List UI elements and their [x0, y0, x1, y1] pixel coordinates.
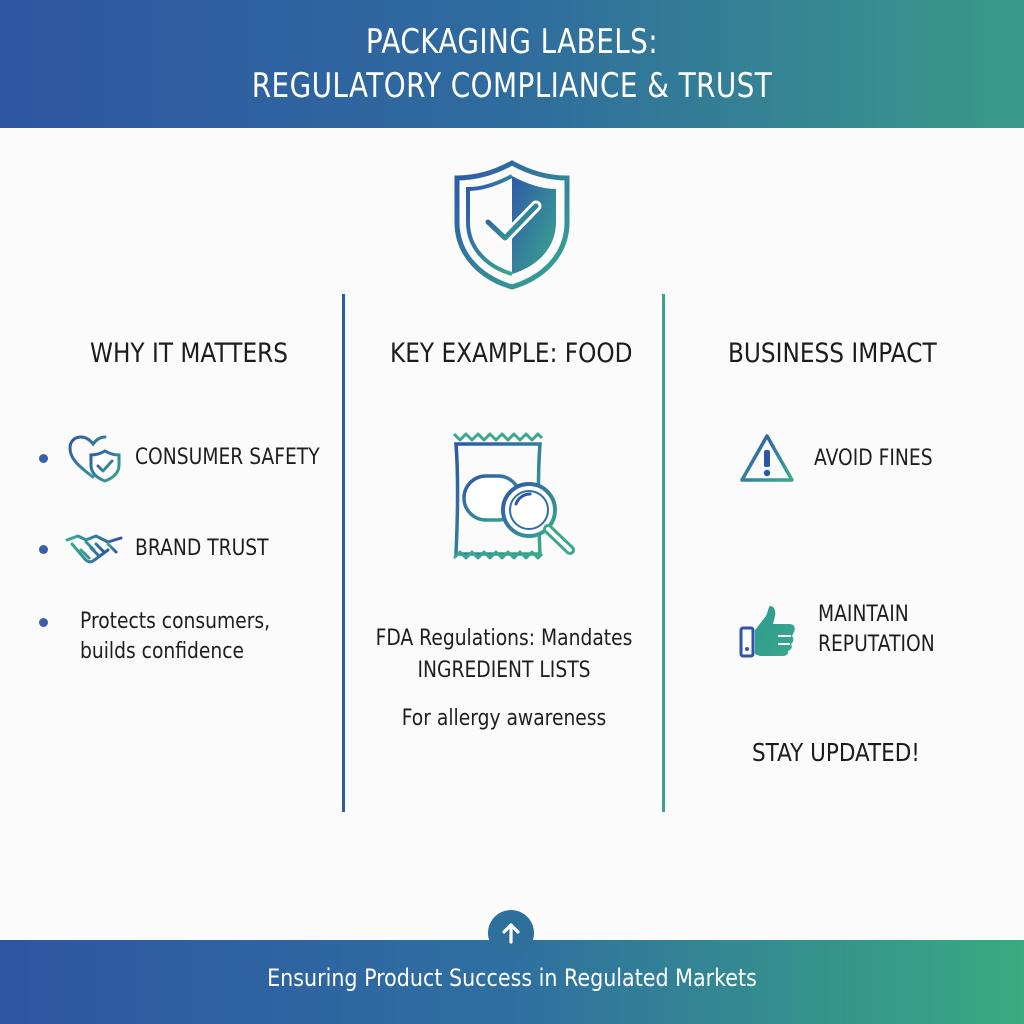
bullet: [39, 618, 48, 627]
column-divider-right: [662, 294, 665, 812]
bullet: [39, 545, 48, 554]
title-line-1: PACKAGING LABELS:: [365, 22, 659, 62]
column-title-business: BUSINESS IMPACT: [728, 338, 937, 369]
column-title-why: WHY IT MATTERS: [90, 338, 289, 369]
handshake-icon: [65, 534, 123, 564]
consumer-safety-label: CONSUMER SAFETY: [135, 445, 320, 470]
footer-text: Ensuring Product Success in Regulated Ma…: [267, 964, 757, 992]
maintain-label: MAINTAIN: [818, 602, 909, 627]
avoid-fines-label: AVOID FINES: [814, 446, 933, 471]
allergy-awareness-text: For allergy awareness: [401, 706, 607, 731]
header-banner: PACKAGING LABELS: REGULATORY COMPLIANCE …: [0, 0, 1024, 128]
fda-regulations-text: FDA Regulations: Mandates: [375, 626, 633, 651]
shield-check-icon: [454, 160, 570, 290]
heart-shield-icon: [68, 435, 121, 483]
title-line-2: REGULATORY COMPLIANCE & TRUST: [251, 66, 773, 106]
note-line-1: Protects consumers,: [80, 609, 271, 634]
warning-triangle-icon: [740, 434, 794, 482]
reputation-label: REPUTATION: [818, 632, 935, 657]
arrow-up-icon: [502, 923, 520, 944]
food-package-magnifier-icon: [452, 432, 575, 560]
note-line-2: builds confidence: [80, 639, 245, 664]
ingredient-lists-text: INGREDIENT LISTS: [417, 658, 591, 683]
thumbs-up-icon: [739, 606, 795, 658]
stay-updated-callout: STAY UPDATED!: [752, 738, 920, 767]
column-title-food: KEY EXAMPLE: FOOD: [390, 338, 633, 369]
brand-trust-label: BRAND TRUST: [135, 536, 269, 561]
bullet: [39, 454, 48, 463]
scroll-up-button[interactable]: [488, 910, 534, 956]
column-divider-left: [342, 294, 345, 812]
